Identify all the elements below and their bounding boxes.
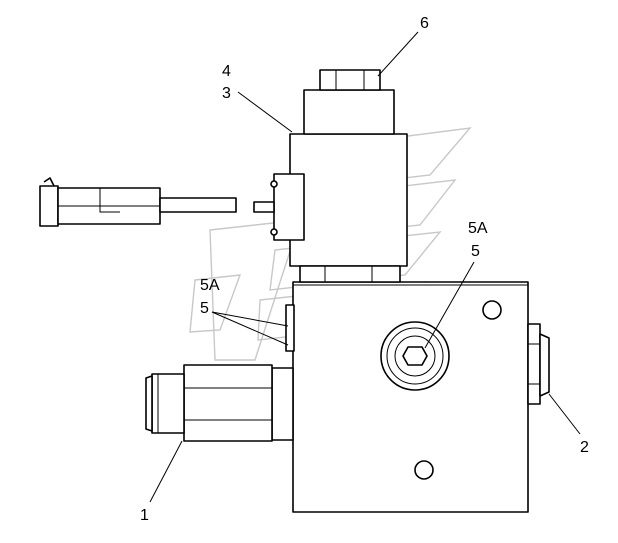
leader-lines — [149, 31, 581, 503]
callout-1: 1 — [140, 507, 149, 524]
callout-2: 2 — [580, 439, 589, 456]
side-fitting — [527, 323, 550, 405]
port-plug-side — [285, 304, 295, 352]
callout-3: 3 — [222, 85, 231, 102]
callout-5a-left: 5A — [200, 277, 220, 294]
cartridge-valve — [145, 364, 294, 442]
callout-5-right: 5 — [471, 243, 480, 260]
port-plug-front — [380, 321, 450, 391]
callout-4: 4 — [222, 63, 231, 80]
callout-5a-right: 5A — [468, 220, 488, 237]
callout-6: 6 — [420, 15, 429, 32]
solenoid-coil — [270, 133, 408, 283]
coil-nut — [303, 69, 395, 135]
callout-5-left: 5 — [200, 300, 209, 317]
electrical-connector — [39, 177, 275, 227]
valve-body — [292, 281, 529, 513]
